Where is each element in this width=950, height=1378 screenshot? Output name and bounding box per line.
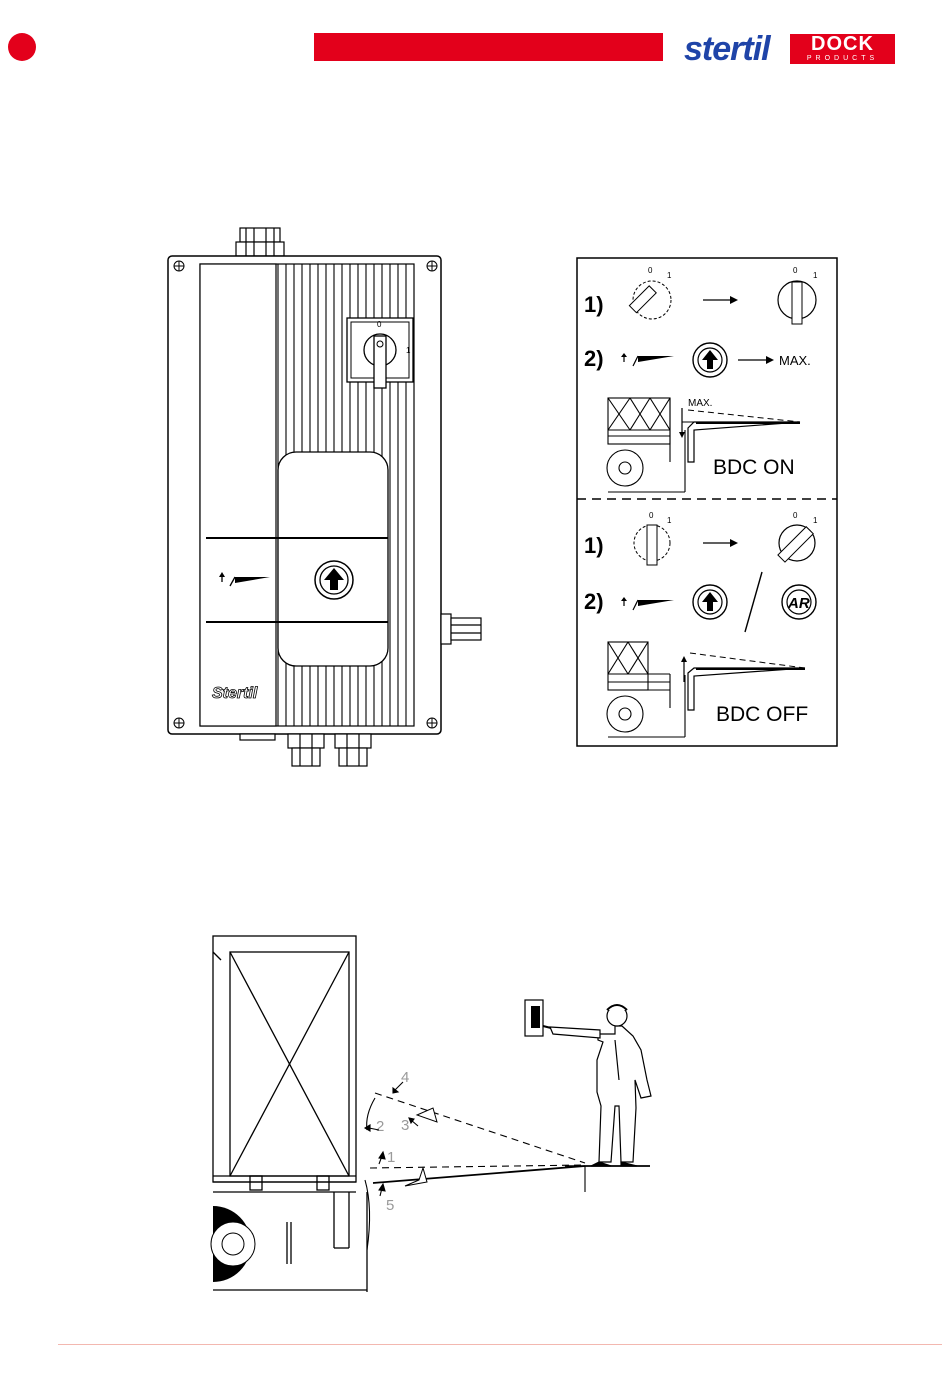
switch-label-off: 0 <box>377 320 382 329</box>
switch-0-b: 0 <box>793 266 798 275</box>
footer-divider <box>58 1344 942 1345</box>
switch-0-d: 0 <box>793 511 798 520</box>
control-panel-window <box>278 452 388 666</box>
control-box-drawing: 0 1 Stertil <box>160 220 495 770</box>
position-label-2: 2 <box>376 1118 384 1135</box>
instruction-panel: 1) 0 1 0 1 2) MAX. <box>570 250 845 750</box>
header-red-bar <box>314 33 663 61</box>
logo-dock-box: DOCK PRODUCTS <box>790 34 895 64</box>
operator-icon <box>550 1005 651 1166</box>
bottom-cable-gland-icon <box>240 734 371 766</box>
max-label: MAX. <box>779 353 811 368</box>
bdc-off-label: BDC OFF <box>716 703 808 726</box>
switch-0-a: 0 <box>648 266 653 275</box>
up-arrow-button-icon <box>693 343 727 377</box>
switch-1-a: 1 <box>667 271 672 280</box>
truck-wheel-icon <box>211 1206 255 1282</box>
side-cable-gland-icon <box>441 614 481 644</box>
switch-1-b: 1 <box>813 271 818 280</box>
up-arrow-button-icon[interactable] <box>315 561 353 599</box>
logo-products-text: PRODUCTS <box>790 54 895 63</box>
control-box-icon <box>525 1000 551 1036</box>
step1-label-top: 1) <box>584 292 604 317</box>
switch-1-d: 1 <box>813 516 818 525</box>
ar-button-icon: AR <box>782 585 816 619</box>
cable-gland-icon <box>236 228 284 256</box>
position-label-1: 1 <box>387 1149 395 1166</box>
bdc-on-label: BDC ON <box>713 456 795 479</box>
step2-label-top: 2) <box>584 346 604 371</box>
red-dot-marker <box>8 33 36 61</box>
step1-label-bottom: 1) <box>584 533 604 558</box>
switch-label-on: 1 <box>406 346 411 355</box>
position-label-5: 5 <box>386 1197 394 1214</box>
operation-diagram: 4 2 3 1 5 <box>205 930 665 1295</box>
control-box-logo: Stertil <box>212 685 258 702</box>
position-label-3: 3 <box>401 1117 409 1134</box>
stertil-dock-logo: stertil DOCK PRODUCTS <box>684 30 896 70</box>
logo-brand-text: stertil <box>684 30 770 68</box>
ar-label: AR <box>787 595 810 612</box>
switch-1-c: 1 <box>667 516 672 525</box>
step2-label-bottom: 2) <box>584 589 604 614</box>
up-arrow-button-icon <box>693 585 727 619</box>
logo-dock-text: DOCK <box>790 34 895 54</box>
switch-0-c: 0 <box>649 511 654 520</box>
max-label-diagram: MAX. <box>688 398 712 409</box>
